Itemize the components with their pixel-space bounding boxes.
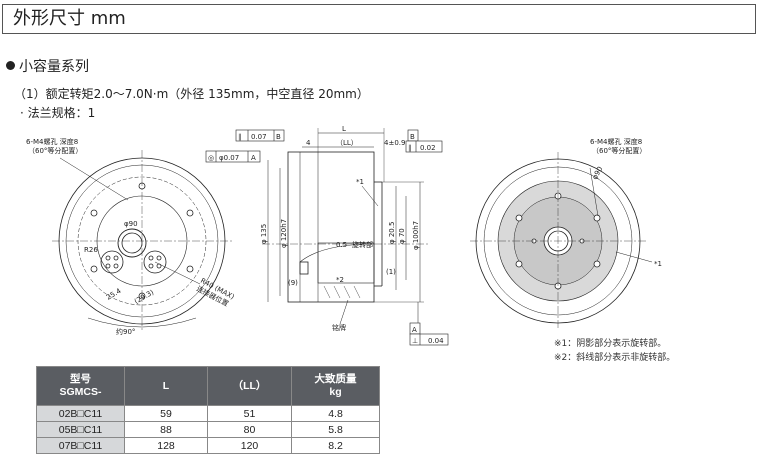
side-dim-135: φ 135 <box>260 224 268 244</box>
section-heading-text: 小容量系列 <box>19 59 89 75</box>
cell-model: 05B□C11 <box>36 421 125 438</box>
side-tol-002: 0.02 <box>420 144 436 152</box>
front-labels: 6-M4螺孔 深度8 （60°等分配置） φ90 R26 R40 (MAX) 连… <box>26 137 236 336</box>
front-hole-note: 6-M4螺孔 深度8 <box>26 137 78 146</box>
cell-l: 88 <box>124 421 208 438</box>
note-1: ※1：阴影部分表示旋转部。 <box>554 339 667 349</box>
rear-hole-note: 6-M4螺孔 深度8 <box>590 137 642 146</box>
side-view <box>262 128 430 325</box>
cell-ll: 120 <box>207 437 292 454</box>
front-dim-293: (29.3) <box>133 288 155 306</box>
side-tol-004: 0.04 <box>428 337 444 345</box>
cell-mass: 4.8 <box>291 405 380 422</box>
cell-ll: 80 <box>207 421 292 438</box>
side-mark-2: *2 <box>336 276 344 284</box>
side-tol-d007: φ0.07 <box>219 154 239 162</box>
table-row: 07B□C11 128 120 8.2 <box>36 437 380 454</box>
side-dim-l: L <box>342 125 346 133</box>
side-labels: ∥ 0.07 B ◎ φ0.07 A L （LL） 4 4±0.9 B ∥ 0.… <box>208 125 444 345</box>
side-tol-007: 0.07 <box>251 133 267 141</box>
rear-view <box>470 152 653 330</box>
side-dim-120h7: φ 120h7 <box>280 219 288 248</box>
front-angle: 约90° <box>116 327 135 336</box>
side-dim-1: (1) <box>386 268 396 276</box>
rear-dim-d90: φ90 <box>591 165 605 181</box>
side-frames <box>205 129 449 346</box>
page-title: 外形尺寸 mm <box>2 4 756 34</box>
note-2: ※2：斜线部分表示非旋转部。 <box>554 353 676 363</box>
frame-icon-perpendicular: ⊥ <box>412 337 418 345</box>
frame-icon-parallel: ∥ <box>238 133 242 141</box>
side-ref-b: B <box>276 133 281 141</box>
side-dim-4: 4 <box>306 139 311 147</box>
flange-spec: · 法兰规格：1 <box>20 106 96 120</box>
side-dim-9: (9) <box>288 279 298 287</box>
rear-hole-note-2: （60°等分配置） <box>592 146 646 155</box>
side-mark-1: *1 <box>356 178 364 186</box>
cell-l: 59 <box>124 405 208 422</box>
cell-mass: 5.8 <box>291 421 380 438</box>
table-row: 02B□C11 59 51 4.8 <box>36 405 380 422</box>
side-nameplate: 铭牌 <box>332 323 346 332</box>
side-dim-100h7: φ 100h7 <box>412 221 420 250</box>
rear-mark-1: *1 <box>654 260 662 268</box>
side-ref-b2: B <box>410 133 415 141</box>
frame-icon-concentric: ◎ <box>208 154 214 162</box>
col-header-ll: （LL） <box>207 366 292 406</box>
section-heading: 小容量系列 <box>6 56 89 76</box>
cell-model: 02B□C11 <box>36 405 125 422</box>
cell-l: 128 <box>124 437 208 454</box>
front-dim-r26: R26 <box>84 246 98 254</box>
cell-ll: 51 <box>207 405 292 422</box>
frame-icon-parallel-2: ∥ <box>408 144 412 152</box>
front-view <box>52 150 232 332</box>
side-dim-05: 0.5 <box>336 241 347 249</box>
front-hole-note-2: （60°等分配置） <box>28 146 82 155</box>
side-dim-70: φ 70 <box>398 228 406 244</box>
notes: ※1：阴影部分表示旋转部。 ※2：斜线部分表示非旋转部。 <box>554 337 675 365</box>
side-ref-a2: A <box>412 326 417 334</box>
dimension-drawing: 6-M4螺孔 深度8 （60°等分配置） φ90 R26 R40 (MAX) 连… <box>26 125 662 346</box>
side-dim-205: φ 20.5 <box>388 222 396 244</box>
cell-model: 07B□C11 <box>36 437 125 454</box>
front-dim-d90: φ90 <box>124 220 138 228</box>
table-row: 05B□C11 88 80 5.8 <box>36 421 380 438</box>
side-ref-a: A <box>251 154 256 162</box>
bullet-icon <box>6 61 15 70</box>
side-label-rotate: 旋转部 <box>352 240 373 249</box>
side-dim-4pm: 4±0.9 <box>384 139 405 147</box>
side-dim-ll: （LL） <box>336 139 358 147</box>
col-header-l: L <box>124 366 208 406</box>
rating-subtitle: （1）额定转矩2.0～7.0N·m（外径 135mm，中空直径 20mm） <box>14 87 369 101</box>
cell-mass: 8.2 <box>291 437 380 454</box>
front-dim-254: 25.4 <box>105 287 123 302</box>
